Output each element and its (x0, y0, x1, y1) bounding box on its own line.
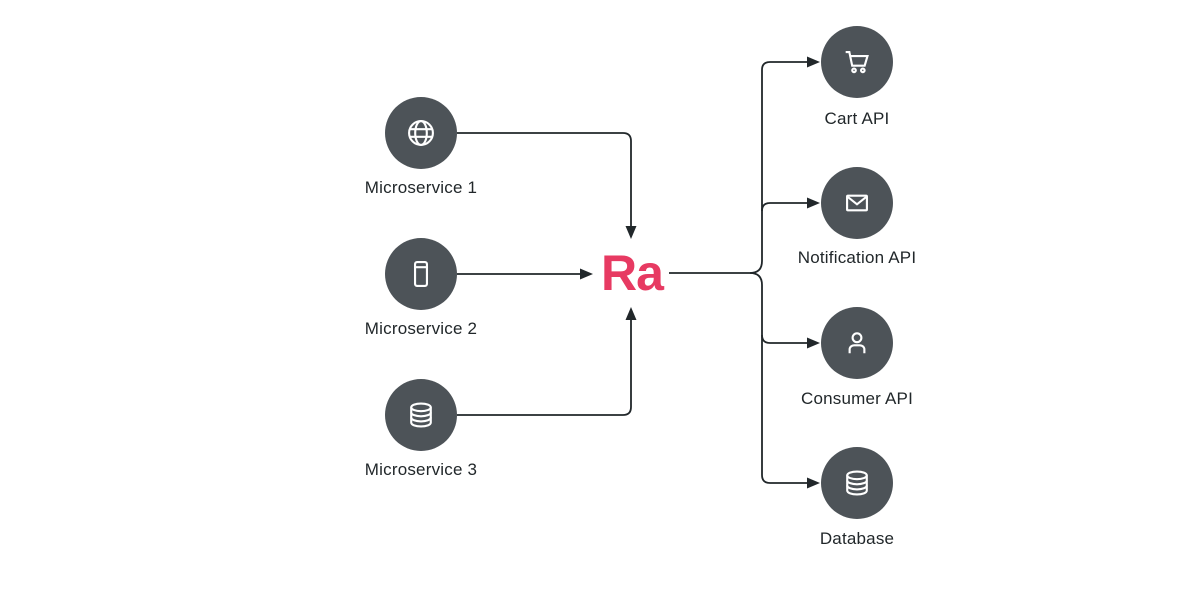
connector-ms3-to-broker (457, 320, 632, 416)
database-icon (404, 398, 438, 432)
connector-ms1-to-broker (457, 132, 632, 226)
arrowhead-down-into-broker (625, 226, 637, 239)
label-notification-api: Notification API (797, 248, 917, 267)
email-icon (840, 186, 874, 220)
arrowhead-up-into-broker (625, 307, 637, 320)
connector-broker-to-database (749, 272, 807, 484)
node-microservice-3 (385, 379, 457, 451)
connector-broker-to-cart (669, 61, 807, 274)
label-microservice-3: Microservice 3 (364, 460, 478, 479)
globe-icon (404, 116, 438, 150)
node-consumer-api (821, 307, 893, 379)
node-microservice-2 (385, 238, 457, 310)
cart-icon (840, 45, 874, 79)
database-icon (840, 466, 874, 500)
connector-broker-to-consumer (761, 334, 807, 344)
arrowhead-into-cart (807, 56, 820, 68)
arrowhead-into-notification (807, 197, 820, 209)
arrowhead-into-database (807, 477, 820, 489)
arrowhead-into-consumer (807, 337, 820, 349)
broker-logo-text: Ra (601, 245, 664, 301)
label-cart-api: Cart API (824, 109, 890, 128)
mobile-icon (404, 257, 438, 291)
connector-broker-to-notification (761, 202, 807, 212)
node-cart-api (821, 26, 893, 98)
node-database (821, 447, 893, 519)
label-microservice-2: Microservice 2 (364, 319, 478, 338)
arrowhead-right-into-broker (580, 268, 593, 280)
node-microservice-1 (385, 97, 457, 169)
user-icon (840, 326, 874, 360)
label-microservice-1: Microservice 1 (364, 178, 478, 197)
label-database: Database (819, 529, 895, 548)
node-notification-api (821, 167, 893, 239)
label-consumer-api: Consumer API (800, 389, 914, 408)
